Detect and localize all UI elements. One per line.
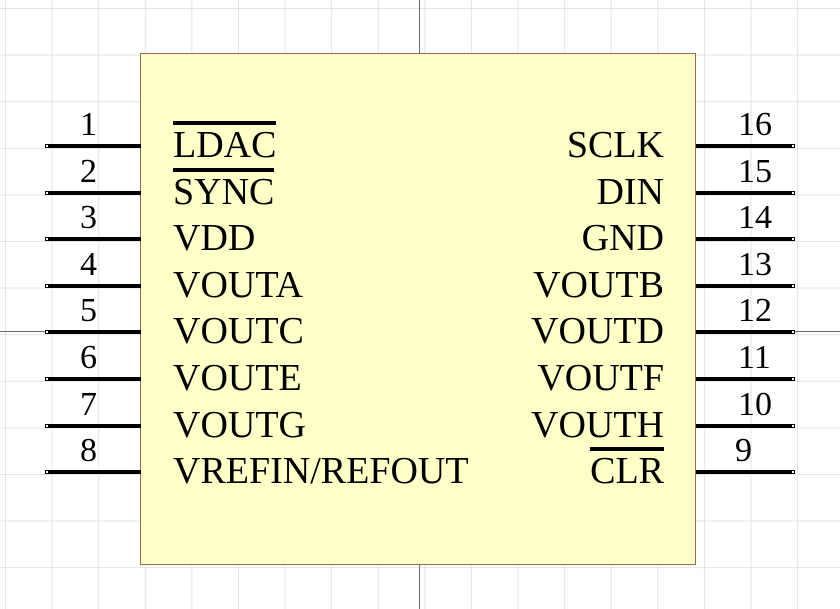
overbar-mark [590, 447, 664, 452]
pin-number: 5 [80, 292, 97, 330]
pin-label: VOUTE [173, 357, 302, 399]
pin-label: SCLK [566, 124, 664, 166]
pin-label: VOUTH [531, 403, 664, 446]
pin-number: 4 [80, 245, 97, 283]
pin-number: 7 [80, 385, 97, 423]
pin-right-12[interactable] [696, 330, 795, 335]
pin-label: GND [581, 217, 664, 260]
pin-label: CLR [590, 450, 664, 493]
pin-number: 9 [735, 432, 752, 470]
pin-label: DIN [596, 170, 664, 213]
pin-left-8[interactable] [45, 470, 141, 475]
pin-right-15[interactable] [696, 190, 795, 195]
pin-left-3[interactable] [45, 237, 141, 242]
pin-number: 16 [738, 106, 772, 143]
pin-number: 10 [738, 385, 772, 423]
pin-number: 6 [80, 339, 97, 376]
pin-right-14[interactable] [696, 237, 795, 242]
pin-number: 14 [738, 199, 772, 237]
pin-label: VOUTD [531, 310, 664, 353]
pin-number: 1 [80, 106, 97, 143]
pin-label: VREFIN/REFOUT [173, 450, 469, 493]
pin-number: 11 [738, 339, 771, 376]
pin-left-5[interactable] [45, 330, 141, 335]
pin-label: SYNC [173, 170, 275, 213]
component-body[interactable] [140, 53, 696, 565]
pin-left-1[interactable] [45, 144, 141, 148]
pin-right-16[interactable] [696, 144, 795, 148]
pin-label: VOUTC [173, 310, 304, 353]
pin-left-2[interactable] [45, 190, 141, 195]
pin-number: 2 [80, 152, 97, 190]
pin-number: 13 [738, 245, 772, 283]
pin-right-9[interactable] [696, 470, 795, 475]
pin-right-11[interactable] [696, 377, 795, 381]
pin-number: 8 [80, 432, 97, 470]
pin-label: VOUTG [173, 403, 306, 446]
pin-left-4[interactable] [45, 283, 141, 288]
pin-number: 3 [80, 199, 97, 237]
pin-right-10[interactable] [696, 423, 795, 428]
pin-number: 15 [738, 152, 772, 190]
pin-label: VOUTF [537, 357, 664, 399]
pin-right-13[interactable] [696, 283, 795, 288]
pin-label: VDD [173, 217, 256, 260]
pin-left-7[interactable] [45, 423, 141, 428]
overbar-mark [173, 121, 276, 125]
overbar-mark [173, 167, 274, 172]
pin-label: LDAC [173, 124, 277, 166]
pin-left-6[interactable] [45, 377, 141, 381]
pin-label: VOUTA [173, 263, 303, 306]
pin-number: 12 [738, 292, 772, 330]
pin-label: VOUTB [533, 263, 664, 306]
